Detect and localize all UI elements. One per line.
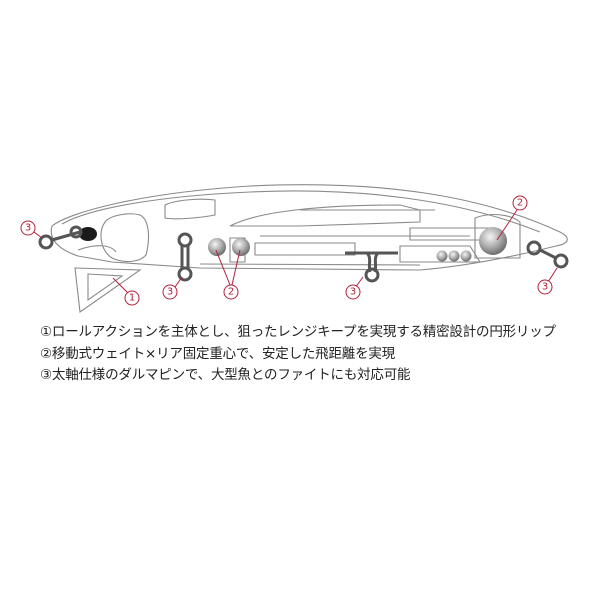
feature-notes: ①ロールアクションを主体とし、狙ったレンジキープを実現する精密設計の円形リップ …	[40, 322, 580, 387]
svg-text:3: 3	[167, 287, 173, 298]
callout-1	[124, 290, 140, 306]
callout-2a	[223, 284, 239, 300]
callout-3d	[537, 279, 553, 295]
callout-3a	[20, 220, 36, 236]
svg-text:2: 2	[228, 287, 234, 298]
tail-pin	[526, 240, 569, 269]
svg-text:1: 1	[129, 293, 135, 304]
callout-3c	[345, 284, 361, 300]
svg-text:2: 2	[517, 198, 523, 209]
line-eye-pin	[38, 225, 83, 250]
center-hook-pin	[345, 251, 398, 283]
lure-diagram: 1 2 2 3 3 3 3	[20, 184, 569, 313]
svg-text:3: 3	[25, 223, 31, 234]
weight-balls	[208, 227, 507, 262]
svg-text:3: 3	[542, 282, 548, 293]
lure-eye	[79, 227, 97, 241]
note-weight: ②移動式ウェイト×リア固定重心で、安定した飛距離を実現	[40, 345, 395, 362]
note-pin: ③太軸仕様のダルマピンで、大型魚とのファイトにも対応可能	[40, 367, 411, 383]
callout-2b	[512, 195, 528, 211]
callout-3b	[162, 284, 178, 300]
note-lip: ①ロールアクションを主体とし、狙ったレンジキープを実現する精密設計の円形リップ	[40, 324, 556, 340]
belly-hook-pin	[177, 232, 193, 282]
svg-text:3: 3	[350, 287, 356, 298]
